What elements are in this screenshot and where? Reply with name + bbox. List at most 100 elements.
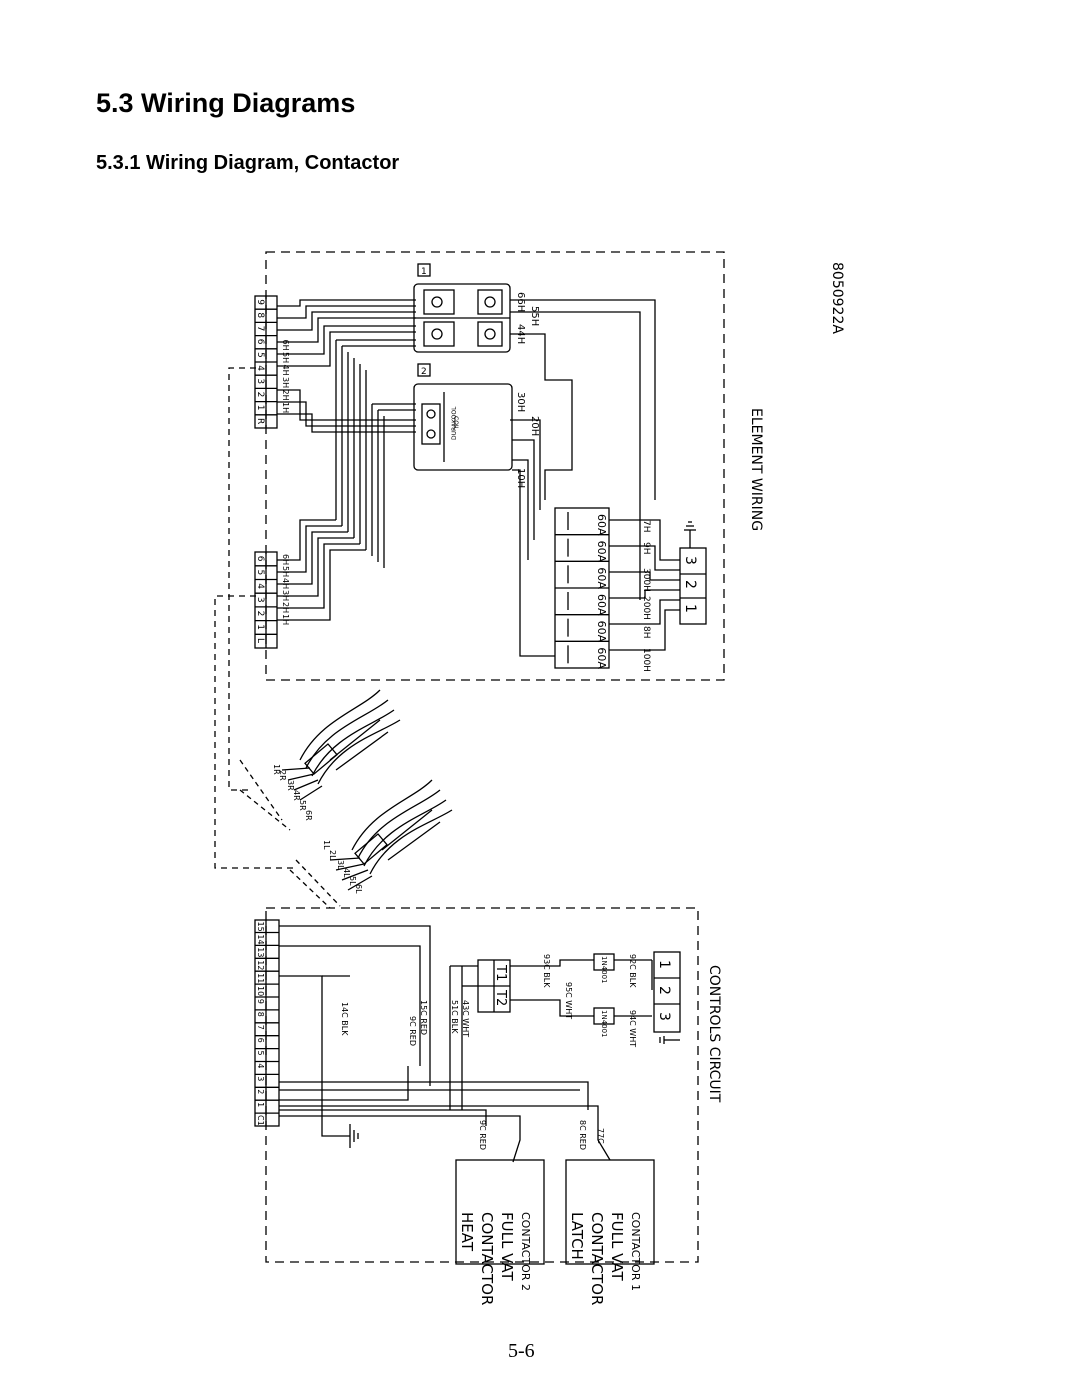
wire-heat-9c: 9C RED	[478, 1120, 487, 1150]
terminal-r-wire-6H: 6H	[281, 340, 290, 351]
terminal-l-4: 4	[255, 583, 265, 589]
heating-element-left	[329, 779, 453, 891]
terminal-r-wire-4H: 4H	[281, 365, 290, 376]
diode-2	[593, 1007, 615, 1025]
terminal-l-L: L	[255, 638, 265, 643]
dashed-link-r	[228, 367, 256, 791]
fuse-wire-9H: 9H	[641, 542, 651, 555]
fuse-rating: 60A	[595, 541, 608, 563]
relay-2	[413, 383, 513, 471]
ground-block-1: 1	[682, 604, 698, 613]
fuse-rating: 60A	[595, 647, 608, 669]
fuse-labels: 60A 60A 60A 60A 60A 60A	[595, 514, 608, 669]
relay-2-label: 2	[421, 367, 427, 377]
wire-30H: 30H	[515, 392, 526, 412]
page-number: 5-6	[508, 1340, 535, 1362]
element-l-wire-5L: 5L	[348, 876, 357, 886]
controls-section-title: CONTROLS CIRCUIT	[706, 965, 722, 1103]
controls-block-2: 2	[656, 986, 672, 995]
controls-terminal-15: 15	[256, 922, 265, 932]
controls-terminal-10: 10	[256, 986, 265, 996]
drawing-number: 8050922A	[829, 262, 845, 334]
controls-wires	[279, 925, 653, 1163]
transformer	[477, 959, 511, 1013]
terminal-r-7: 7	[255, 326, 265, 332]
transformer-t1: T1	[493, 964, 508, 981]
controls-block	[653, 951, 681, 1033]
wire-95c: 95C WHT	[564, 982, 573, 1019]
terminal-r-8: 8	[255, 312, 265, 318]
element-l-wire-6L: 6L	[354, 884, 363, 894]
transformer-t2: T2	[493, 989, 508, 1006]
fuse-block	[554, 507, 610, 669]
latch-box-line-3: FULL VAT	[608, 1212, 626, 1281]
wire-latch-8c: 8C RED	[578, 1120, 587, 1150]
heat-box-line-2: CONTACTOR	[478, 1212, 496, 1305]
heating-element-right	[281, 689, 401, 801]
dashed-element-r-boundary	[239, 759, 291, 831]
controls-ground-right	[659, 1036, 680, 1044]
controls-terminal-4: 4	[256, 1063, 265, 1068]
latch-contactor-box	[565, 1159, 655, 1265]
contactor-1	[413, 283, 511, 353]
controls-terminal-6: 6	[256, 1038, 265, 1043]
fuse-rating: 60A	[595, 514, 608, 536]
controls-terminal-5: 5	[256, 1051, 265, 1056]
wire-93c: 93C BLK	[542, 954, 551, 988]
controls-ground-left	[349, 1124, 359, 1148]
controls-terminal-12: 12	[256, 960, 265, 970]
wire-55H: 55H	[529, 306, 540, 326]
terminal-r-5: 5	[255, 352, 265, 358]
terminal-r-R: R	[255, 418, 265, 424]
element-l-wire-1L: 1L	[322, 840, 331, 850]
controls-terminal-13: 13	[256, 947, 265, 957]
element-l-wire-3L: 3L	[336, 860, 345, 870]
heat-contactor-box	[455, 1159, 545, 1265]
wire-92c: 92C BLK	[628, 954, 637, 988]
terminal-block-l	[254, 551, 278, 649]
section-subtitle: 5.3.1 Wiring Diagram, Contactor	[96, 152, 400, 174]
fuse-rating: 60A	[595, 567, 608, 589]
ground-block	[679, 521, 707, 625]
element-r-wire-2R: 2R	[278, 770, 287, 781]
fuse-rating: 60A	[595, 594, 608, 616]
terminal-r-wire-2H: 2H	[281, 390, 290, 401]
terminal-r-2: 2	[255, 392, 265, 398]
latch-box-line-1: LATCH	[568, 1212, 586, 1260]
terminal-r-9: 9	[255, 299, 265, 305]
terminal-l-5: 5	[255, 570, 265, 576]
fuse-feed-wires	[510, 299, 656, 657]
ground-block-3: 3	[682, 556, 698, 565]
ground-block-2: 2	[682, 580, 698, 589]
controls-terminal-3: 3	[256, 1076, 265, 1081]
diode-1	[593, 953, 615, 971]
fuse-wire-200H: 200H	[641, 596, 651, 620]
element-wiring-boundary	[265, 251, 725, 681]
terminal-r-1: 1	[255, 405, 265, 411]
element-r-wire-6R: 6R	[304, 810, 313, 821]
wire-15c: 15C RED	[419, 1000, 428, 1035]
fuse-wire-8H: 8H	[641, 626, 651, 639]
controls-terminal-8: 8	[256, 1012, 265, 1017]
wire-20H: 20H	[529, 416, 540, 436]
diode-1-label: 1N4001	[600, 956, 608, 984]
wire-66H: 66H	[515, 292, 526, 312]
wire-43c: 43C WHT	[461, 1000, 470, 1037]
relay-brand: DURAKOOL	[451, 406, 458, 440]
terminal-r-wire-1H: 1H	[281, 402, 290, 413]
wire-bundle-r	[277, 299, 416, 568]
controls-terminal-11: 11	[256, 973, 265, 983]
wire-51c: 51C BLK	[450, 1000, 459, 1034]
fuse-rating: 60A	[595, 621, 608, 643]
wire-bundle-l	[277, 519, 366, 621]
terminal-l-1: 1	[255, 624, 265, 630]
element-section-title: ELEMENT WIRING	[748, 408, 764, 531]
element-l-wire-2L: 2L	[328, 850, 337, 860]
latch-box-line-4: CONTACTOR 1	[629, 1212, 642, 1291]
controls-block-1: 1	[656, 960, 672, 969]
element-r-wire-1R: 1R	[272, 764, 281, 775]
